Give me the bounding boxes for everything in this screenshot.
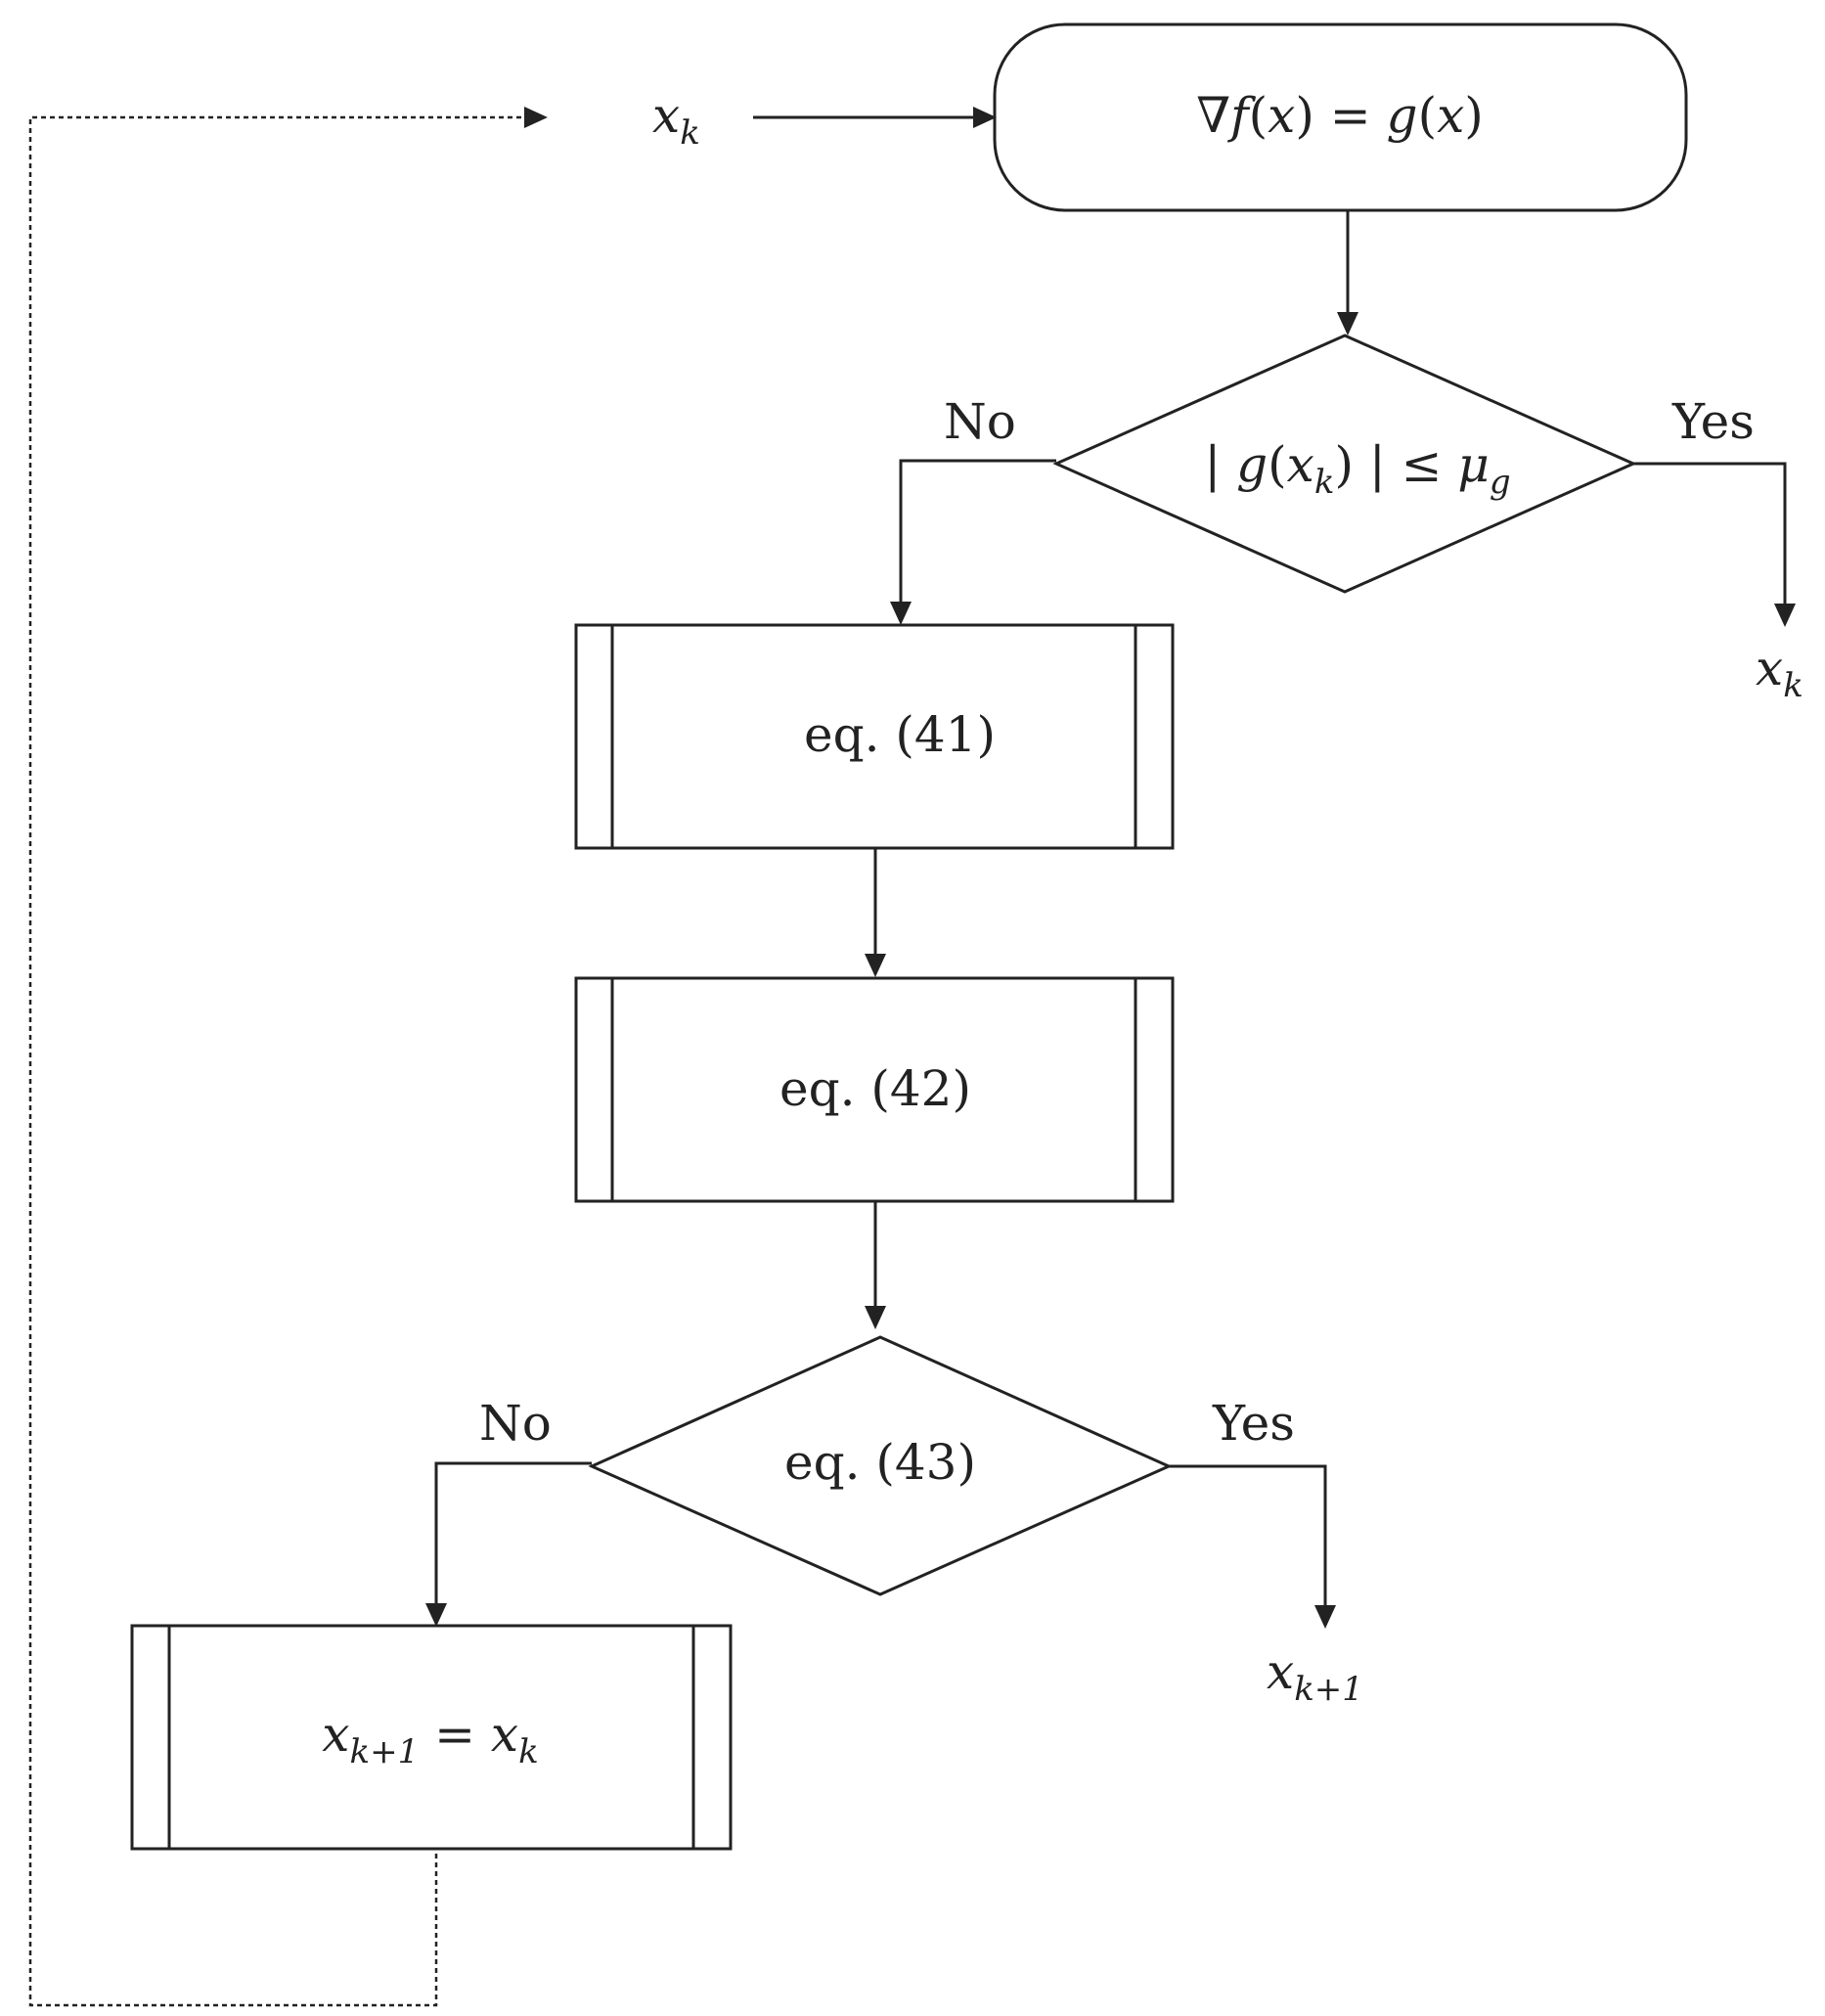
eq42-label: eq. (42) (779, 1060, 971, 1117)
gradient-to-check-arrowhead (1337, 312, 1358, 336)
feedback-loop-arrowhead (524, 107, 548, 128)
branch1-no-arrowhead (890, 602, 912, 625)
input-to-gradient-arrowhead (973, 107, 997, 128)
branch1-yes-label: Yes (1671, 393, 1755, 450)
gradient-node-text: ∇f(x) = g(x) (1196, 87, 1484, 144)
eq43-decision (588, 1335, 1173, 1596)
gradient-check-decision (1052, 334, 1637, 594)
branch2-yes-label: Yes (1212, 1395, 1295, 1452)
input-var-label: xk (652, 87, 700, 153)
eq41-to-eq42-arrowhead (865, 954, 886, 977)
eq43-label: eq. (43) (784, 1434, 976, 1491)
update-node-text: xk+1 = xk (322, 1706, 538, 1771)
eq42-to-eq43-arrowhead (865, 1306, 886, 1329)
feedback-loop-connector (28, 115, 533, 2007)
branch2-yes-connector (1169, 1464, 1327, 1612)
branch1-yes-connector (1633, 462, 1787, 610)
eq41-label: eq. (41) (804, 706, 996, 763)
branch1-yes-arrowhead (1774, 604, 1796, 627)
branch2-yes-arrowhead (1314, 1605, 1336, 1629)
output-xk1-label: xk+1 (1267, 1643, 1363, 1709)
branch1-no-connector (899, 459, 1056, 608)
branch1-no-label: No (944, 393, 1016, 450)
eq42-process-box (574, 976, 1175, 1203)
update-process-box (130, 1624, 733, 1851)
branch2-no-label: No (479, 1395, 552, 1452)
gradient-check-text: | g(xk) | ≤ μg (1204, 436, 1510, 502)
output-xk-label: xk (1756, 640, 1803, 705)
branch2-no-connector (434, 1461, 592, 1610)
branch2-no-arrowhead (425, 1603, 447, 1627)
